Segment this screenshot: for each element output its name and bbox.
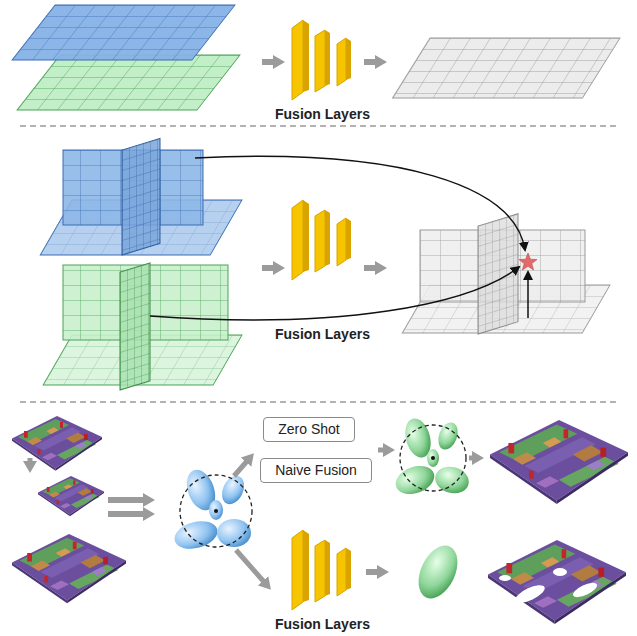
method-box: Zero Shot — [263, 417, 355, 442]
section-label: Fusion Layers — [275, 326, 370, 343]
method-text: Naive Fusion — [275, 462, 357, 479]
method-box: Naive Fusion — [260, 458, 372, 483]
section-label: Fusion Layers — [275, 616, 370, 633]
method-text: Zero Shot — [278, 421, 339, 438]
section-label: Fusion Layers — [275, 106, 370, 123]
